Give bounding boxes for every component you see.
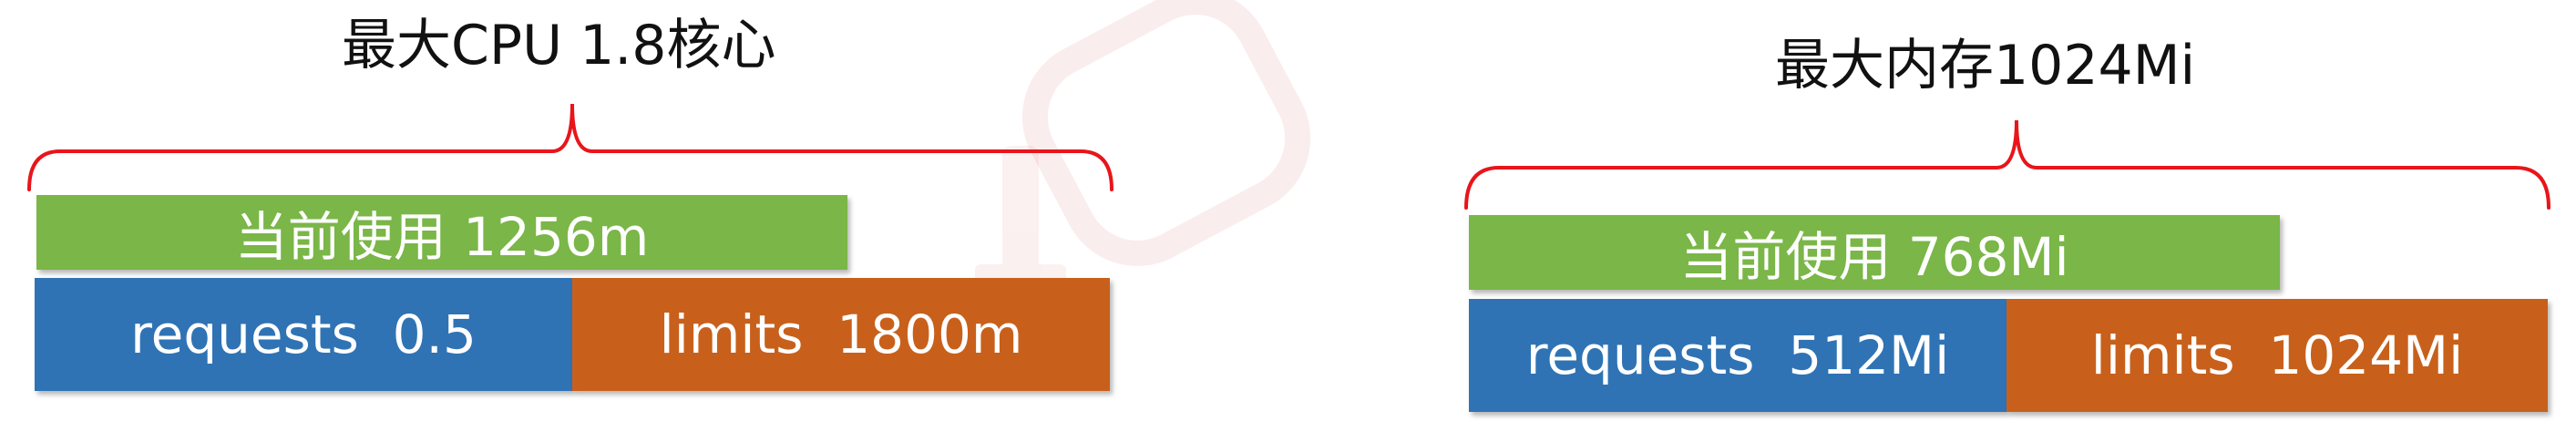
- memory-current-usage-bar: 当前使用 768Mi: [1469, 215, 2280, 290]
- cpu-limits-bar: limits 1800m: [572, 278, 1110, 391]
- memory-limits-bar: limits 1024Mi: [2006, 299, 2548, 412]
- memory-requests-bar: requests 512Mi: [1469, 299, 2006, 412]
- memory-limits-label: limits 1024Mi: [2090, 324, 2464, 386]
- memory-max-title: 最大内存1024Mi: [1775, 34, 2196, 98]
- memory-requests-label: requests 512Mi: [1525, 324, 1950, 386]
- cpu-max-brace: [27, 103, 1114, 191]
- cpu-limits-label: limits 1800m: [659, 303, 1023, 365]
- cpu-max-title: 最大CPU 1.8核心: [342, 14, 776, 77]
- cpu-current-usage-bar: 当前使用 1256m: [36, 195, 847, 270]
- cpu-requests-bar: requests 0.5: [35, 278, 572, 391]
- cpu-requests-label: requests 0.5: [130, 303, 477, 365]
- memory-max-brace: [1464, 119, 2550, 210]
- memory-current-usage-label: 当前使用 768Mi: [1679, 226, 2069, 288]
- cpu-current-usage-label: 当前使用 1256m: [234, 206, 650, 268]
